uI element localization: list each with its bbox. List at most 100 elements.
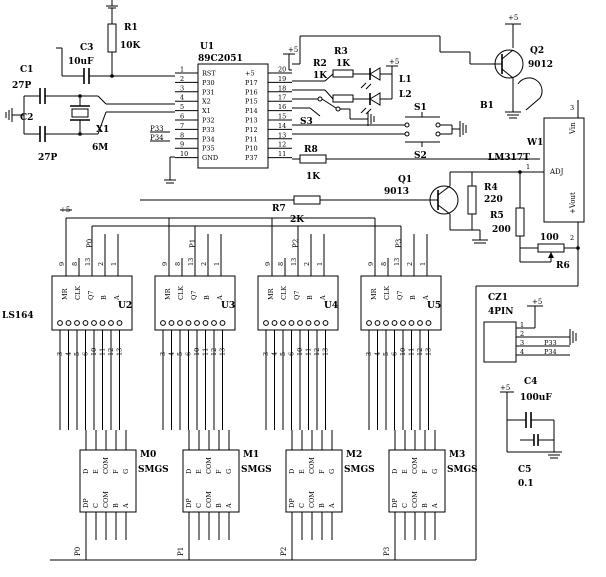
transistor-q1: [424, 185, 459, 215]
sr-pin-clk: CLK: [280, 286, 288, 300]
vcc-u1: +5: [288, 46, 298, 54]
sr-pin-a: A: [422, 295, 430, 301]
svg-text:DP: DP: [185, 498, 193, 508]
cz1-label: CZ1: [488, 293, 508, 303]
q2-value: 9012: [528, 60, 553, 70]
u1-body: [197, 63, 269, 169]
cz1-pin-p34: P34: [544, 348, 557, 356]
cz1-pin-num-3: 3: [520, 339, 524, 347]
svg-text:3: 3: [56, 352, 64, 356]
resistor-r8: [292, 154, 540, 164]
r7-value: 2K: [290, 215, 305, 225]
svg-text:8: 8: [380, 262, 388, 266]
r6-label: R6: [556, 261, 570, 271]
u1-ext-p33: P33: [150, 125, 164, 133]
u1-pin-p32: P32: [202, 117, 215, 125]
c4-value: 100uF: [520, 393, 552, 403]
svg-text:3: 3: [365, 352, 373, 356]
svg-text:2: 2: [303, 262, 311, 266]
svg-text:11: 11: [99, 348, 107, 356]
svg-text:2: 2: [570, 234, 574, 242]
u1-pin-num-4: 4: [180, 94, 184, 102]
svg-text:9: 9: [58, 262, 66, 266]
u1-pin-num-15: 15: [278, 113, 286, 121]
u1-pin-num-17: 17: [278, 94, 286, 102]
svg-text:COM: COM: [205, 457, 213, 474]
display-digit: P0: [74, 547, 82, 556]
svg-text:13: 13: [322, 348, 330, 356]
svg-text:F: F: [215, 469, 223, 474]
svg-text:5: 5: [279, 352, 287, 356]
resistor-r2: [292, 69, 370, 82]
led-l2: [360, 92, 392, 115]
l1-label: L1: [399, 75, 412, 85]
svg-text:2: 2: [406, 262, 414, 266]
w1-value: LM317T: [488, 153, 530, 163]
svg-text:12: 12: [210, 348, 218, 356]
x1-label: X1: [96, 125, 109, 135]
sr-clk-label: P0: [86, 239, 94, 248]
svg-text:5: 5: [382, 352, 390, 356]
c1-value: 27P: [12, 81, 32, 91]
svg-text:COM: COM: [102, 457, 110, 474]
r1-label: R1: [124, 23, 138, 33]
svg-text:12: 12: [416, 348, 424, 356]
u1-pin-num-6: 6: [180, 113, 184, 121]
svg-text:A: A: [122, 503, 130, 509]
display-digit: P1: [177, 547, 185, 556]
q1-label: Q1: [398, 175, 412, 185]
u1-pin-x2: X2: [202, 98, 211, 106]
u1-pin-num-16: 16: [278, 103, 286, 111]
svg-text:11: 11: [202, 348, 210, 356]
u1-ext-p34: P34: [150, 134, 164, 142]
u1-pin-num-20: 20: [278, 66, 286, 74]
u1-pin-p30: P30: [202, 79, 215, 87]
c2-value: 27P: [38, 153, 58, 163]
u1-pin-p10: P10: [245, 145, 258, 153]
w1-vout: +Vout: [569, 192, 577, 214]
resistor-r5: [515, 207, 525, 248]
u1-pin-num-1: 1: [180, 66, 184, 74]
capacitor-c3: [56, 47, 175, 84]
svg-text:10: 10: [193, 348, 201, 356]
svg-text:A: A: [431, 503, 439, 509]
svg-text:4: 4: [271, 352, 279, 356]
svg-text:D: D: [82, 469, 90, 474]
svg-text:E: E: [298, 469, 306, 474]
u1-pin-p15: P15: [245, 98, 258, 106]
svg-text:COM: COM: [102, 491, 110, 508]
s2-label: S2: [414, 151, 427, 161]
r7-label: R7: [272, 204, 286, 214]
u1-pin-num-5: 5: [180, 103, 184, 111]
svg-text:DP: DP: [391, 498, 399, 508]
u1-pin-num-3: 3: [180, 84, 184, 92]
svg-text:G: G: [328, 469, 336, 474]
u1-pin-p12: P12: [245, 126, 258, 134]
sr-pin-q7: Q7: [87, 291, 95, 300]
switch-s3: [292, 96, 375, 126]
ls164-label: LS164: [2, 311, 34, 321]
r2-label: R2: [313, 59, 327, 69]
svg-text:C: C: [298, 503, 306, 508]
shift-register-label: U3: [221, 301, 235, 311]
sr-pin-b: B: [203, 295, 211, 300]
svg-text:13: 13: [290, 258, 298, 266]
svg-text:DP: DP: [82, 498, 90, 508]
svg-text:C: C: [401, 503, 409, 508]
svg-text:F: F: [318, 469, 326, 474]
u1-pin-num-8: 8: [180, 131, 184, 139]
u1-pin-p37: P37: [245, 154, 258, 162]
svg-text:6: 6: [288, 352, 296, 356]
svg-text:COM: COM: [308, 457, 316, 474]
svg-text:13: 13: [393, 258, 401, 266]
svg-text:E: E: [92, 469, 100, 474]
shift-register-label: U2: [118, 301, 132, 311]
q2-label: Q2: [530, 46, 544, 56]
r8-value: 1K: [306, 172, 321, 182]
c2-label: C2: [20, 113, 33, 123]
display-digit: P2: [280, 547, 288, 556]
